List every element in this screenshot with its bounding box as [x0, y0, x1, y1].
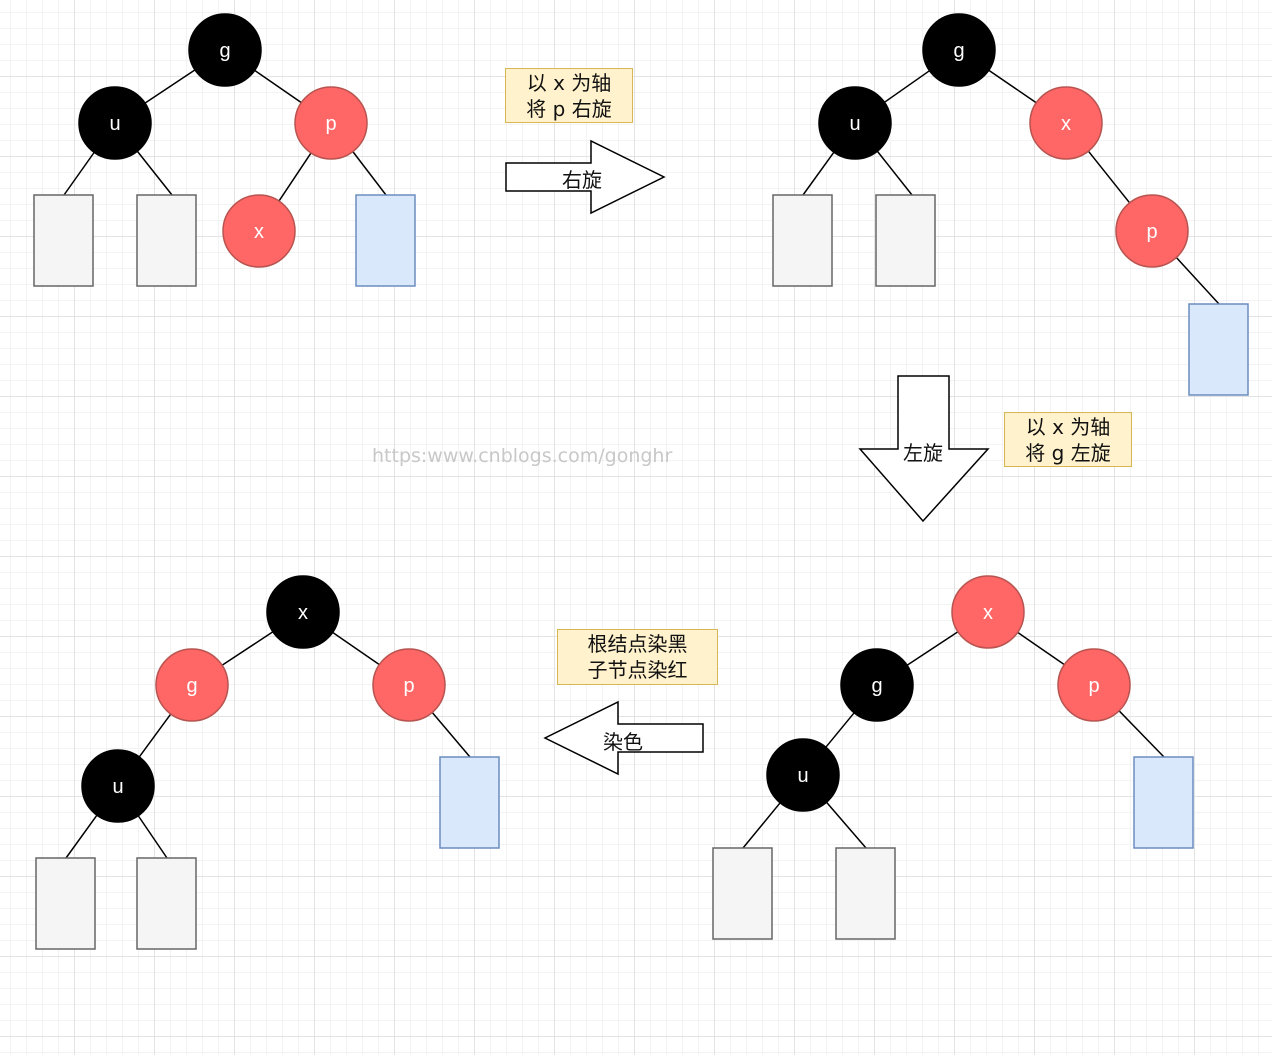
tree3-nil-leaf-gray-0 — [712, 847, 773, 940]
tree1-leaf-edge-1 — [136, 150, 173, 196]
tree4-node-g-label: g — [186, 675, 197, 697]
tree-edges — [63, 69, 1220, 859]
tree1-nil-leaf-blue-2 — [355, 194, 416, 287]
tree1-node-p-label: p — [325, 113, 336, 135]
tree2-node-g-label: g — [953, 40, 964, 62]
leaf-boxes — [33, 194, 1249, 950]
note-recolor: 根结点染黑 子节点染红 — [557, 629, 718, 685]
watermark-text: https:www.cnblogs.com/gonghr — [372, 445, 673, 467]
tree2-node-u-black — [818, 86, 892, 160]
tree1-node-x-red — [222, 194, 296, 268]
recolor-arrow-label: 染色 — [603, 730, 643, 754]
tree2-edge-x-p — [1087, 150, 1131, 204]
note-rotate-right: 以 x 为轴 将 p 右旋 — [505, 68, 633, 123]
right-rotate-arrow-label: 右旋 — [562, 168, 602, 192]
tree4-leaf-edge-0 — [65, 814, 98, 859]
tree4-nil-leaf-blue-2 — [439, 756, 500, 849]
note-rotate-right-line2: 将 p 右旋 — [526, 96, 612, 121]
tree1-nil-leaf-gray-0 — [33, 194, 94, 287]
tree2-nil-leaf-gray-1 — [875, 194, 936, 287]
left-rotate-arrow — [858, 375, 990, 523]
left-rotate-arrow-label: 左旋 — [903, 441, 943, 465]
note-rotate-left-line1: 以 x 为轴 — [1025, 414, 1111, 439]
tree4-node-u-label: u — [112, 776, 123, 798]
tree3-leaf-edge-0 — [742, 802, 781, 849]
tree1-edge-g-p — [254, 69, 302, 104]
tree3-edge-x-p — [1017, 631, 1065, 666]
tree2-node-x-label: x — [1061, 113, 1071, 135]
tree4-nil-leaf-gray-1 — [136, 857, 197, 950]
tree3-edge-g-u — [825, 712, 855, 748]
tree1-node-g-label: g — [219, 40, 230, 62]
tree2-node-p-label: p — [1146, 221, 1157, 243]
tree4-node-x-black — [266, 575, 340, 649]
tree3-nil-leaf-blue-2 — [1133, 756, 1194, 849]
tree2-node-g-black — [922, 13, 996, 87]
tree1-node-u-label: u — [109, 113, 120, 135]
tree2-node-u-label: u — [849, 113, 860, 135]
tree3-node-u-black — [766, 738, 840, 812]
tree-nodes: g u p x g u x p x g p u x g p u — [78, 13, 1189, 823]
right-rotate-arrow — [505, 139, 666, 215]
note-recolor-line2: 子节点染红 — [587, 658, 688, 682]
tree2-leaf-edge-1 — [876, 150, 913, 196]
tree2-nil-leaf-gray-0 — [772, 194, 833, 287]
tree4-leaf-edge-1 — [137, 815, 168, 859]
tree1-edge-g-u — [144, 69, 196, 104]
tree4-edge-x-p — [332, 631, 380, 666]
tree4-leaf-edge-2 — [431, 711, 471, 758]
tree2-edge-g-u — [884, 70, 930, 103]
tree3-edge-x-g — [906, 631, 959, 666]
tree1-nil-leaf-gray-1 — [136, 194, 197, 287]
tree4-node-g-red — [155, 648, 229, 722]
tree3-node-x-label: x — [983, 602, 993, 624]
tree2-node-x-red — [1029, 86, 1103, 160]
tree4-node-p-label: p — [403, 675, 414, 697]
tree2-leaf-edge-2 — [1175, 257, 1220, 305]
tree2-node-p-red — [1115, 194, 1189, 268]
tree3-node-x-red — [951, 575, 1025, 649]
tree1-node-p-red — [294, 86, 368, 160]
tree3-node-p-label: p — [1088, 675, 1099, 697]
tree1-node-x-label: x — [254, 221, 264, 243]
tree3-node-u-label: u — [797, 765, 808, 787]
tree4-node-x-label: x — [298, 602, 308, 624]
tree4-node-u-black — [81, 749, 155, 823]
tree2-nil-leaf-blue-2 — [1188, 303, 1249, 396]
tree3-node-p-red — [1057, 648, 1131, 722]
tree2-edge-g-x — [988, 69, 1037, 104]
tree3-leaf-edge-2 — [1118, 710, 1165, 758]
tree2-leaf-edge-0 — [802, 151, 835, 196]
tree3-node-g-label: g — [871, 675, 882, 697]
tree1-leaf-edge-0 — [63, 151, 95, 196]
tree1-node-u-black — [78, 86, 152, 160]
tree4-nil-leaf-gray-0 — [35, 857, 96, 950]
note-recolor-line1: 根结点染黑 — [587, 632, 688, 656]
recolor-arrow — [543, 700, 704, 776]
tree3-node-g-black — [840, 648, 914, 722]
tree1-edge-p-x — [278, 152, 312, 202]
note-rotate-left-line2: 将 g 左旋 — [1025, 440, 1111, 465]
tree4-edge-x-g — [221, 631, 274, 666]
note-rotate-right-line1: 以 x 为轴 — [526, 70, 612, 95]
tree4-node-p-red — [372, 648, 446, 722]
tree1-node-g-black — [188, 13, 262, 87]
tree1-leaf-edge-2 — [352, 151, 387, 196]
tree3-nil-leaf-gray-1 — [835, 847, 896, 940]
tree4-edge-g-u — [138, 713, 172, 758]
tree3-leaf-edge-1 — [825, 801, 867, 849]
note-rotate-left: 以 x 为轴 将 g 左旋 — [1004, 412, 1132, 467]
